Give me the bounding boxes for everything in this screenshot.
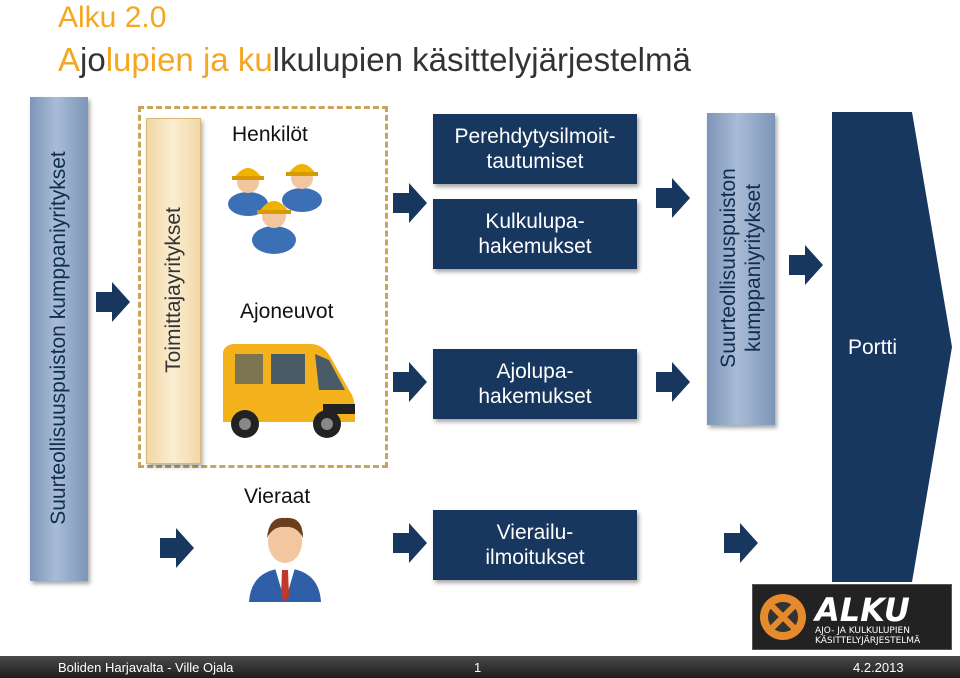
persons-label: Henkilöt [232, 123, 308, 146]
arrow-right-icon [393, 523, 427, 563]
logo-wordmark: ALKU [812, 591, 910, 629]
alku-logo-mark: ALKU AJO- JA KULKULUPIEN KÄSITTELYJÄRJES… [760, 591, 921, 646]
partner-companies-approval-bar: Suurteollisuuspuiston kumppaniyritykset [707, 113, 775, 425]
supplier-companies-label: Toimittajayritykset [161, 207, 185, 373]
logo-tagline-1: AJO- JA KULKULUPIEN [815, 626, 910, 636]
visit-notifications-box: Vierailu- ilmoitukset [433, 510, 637, 580]
arrow-right-icon [160, 528, 194, 568]
induction-notifications-box: Perehdytysilmoit- tautumiset [433, 114, 637, 184]
induction-notifications-label: Perehdytysilmoit- tautumiset [454, 125, 616, 173]
gate-label: Portti [848, 336, 898, 359]
arrow-right-icon [789, 245, 823, 285]
footer-page-number: 1 [474, 660, 482, 675]
arrow-right-icon [656, 362, 690, 402]
alku-logo: ALKU AJO- JA KULKULUPIEN KÄSITTELYJÄRJES… [752, 584, 952, 650]
supplier-companies-bar: Toimittajayritykset [146, 118, 201, 464]
visit-notifications-label: Vierailu- ilmoitukset [485, 521, 585, 569]
arrow-right-icon [724, 523, 758, 563]
subtitle-part-rest: lkulupien käsittelyjärjestelmä [272, 41, 691, 78]
driving-permit-applications-box: Ajolupa- hakemukset [433, 349, 637, 419]
arrow-right-icon [96, 282, 130, 322]
footer-author: Boliden Harjavalta - Ville Ojala [58, 660, 234, 675]
slide-title: Alku 2.0 [58, 1, 167, 34]
access-permit-applications-label: Kulkulupa- hakemukset [478, 210, 592, 258]
slide-subtitle: Ajolupien ja kulkulupien käsittelyjärjes… [58, 40, 691, 80]
partner-companies-label: Suurteollisuuspuiston kumppaniyritykset [47, 151, 70, 525]
gate-chevron [832, 112, 952, 582]
arrow-right-icon [393, 183, 427, 223]
subtitle-part-jo: jo [80, 41, 106, 78]
driving-permit-applications-label: Ajolupa- hakemukset [478, 360, 592, 408]
access-permit-applications-box: Kulkulupa- hakemukset [433, 199, 637, 269]
van-icon [223, 344, 355, 438]
visitors-label: Vieraat [244, 485, 311, 508]
arrow-right-icon [393, 362, 427, 402]
subtitle-part-a: A [58, 41, 81, 78]
contractor-group-border [138, 106, 388, 468]
vehicles-label: Ajoneuvot [240, 300, 334, 323]
logo-tagline-2: KÄSITTELYJÄRJESTELMÄ [815, 635, 921, 646]
subtitle-part-ku: ku [237, 41, 273, 78]
footer-bar: Boliden Harjavalta - Ville Ojala 1 4.2.2… [0, 656, 960, 678]
footer-date: 4.2.2013 [853, 660, 904, 675]
arrow-right-icon [656, 178, 690, 218]
visitor-icon [249, 517, 321, 602]
subtitle-part-lupien: lupien ja [105, 41, 238, 78]
partner-companies-bar: Suurteollisuuspuiston kumppaniyritykset [30, 97, 88, 581]
partner-companies-approval-label: Suurteollisuuspuiston kumppaniyritykset [717, 168, 765, 368]
workers-icon [228, 164, 322, 254]
